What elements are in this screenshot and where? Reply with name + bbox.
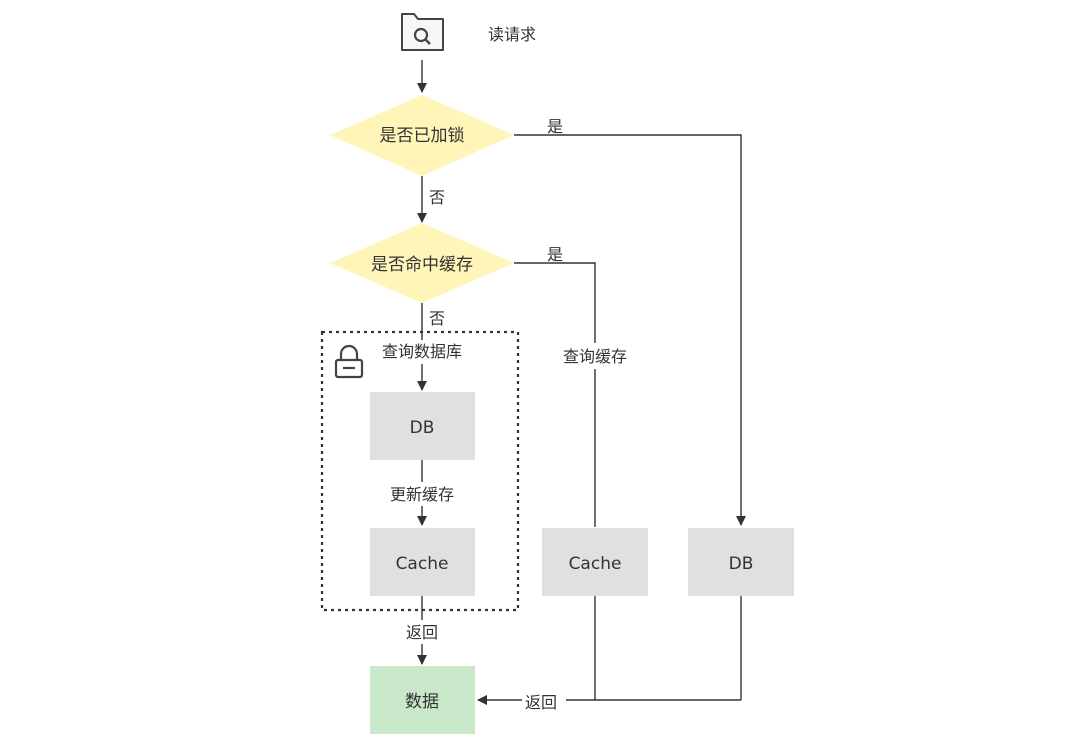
data-node-label: 数据: [405, 692, 439, 712]
db-node-locked-label: DB: [410, 418, 435, 438]
lock-group-title-bg: [376, 340, 468, 364]
return-left-label-bg: [400, 620, 444, 644]
edge-locked-no-label: 否: [429, 188, 445, 207]
edge-query-cache-label: 查询缓存: [563, 347, 627, 366]
db-node-locked: [370, 392, 475, 460]
lock-group-border: [320, 330, 520, 612]
db-node-direct: [688, 528, 794, 596]
edge-locked-yes-label: 是: [547, 117, 563, 136]
db-node-direct-label: DB: [729, 554, 754, 574]
lock-group-title: 查询数据库: [382, 342, 462, 361]
cache-node-hit: [542, 528, 648, 596]
update-cache-label-bg: [384, 482, 462, 506]
data-node: [370, 666, 475, 734]
cache-node-locked-label: Cache: [396, 554, 449, 574]
edge-cache-hit-no-label: 否: [429, 309, 445, 328]
lock-icon: [334, 344, 364, 379]
decision-cache-hit: [330, 223, 514, 303]
cache-node-hit-label: Cache: [569, 554, 622, 574]
return-bottom-label-bg: [522, 690, 566, 712]
edge-return-bottom-label: 返回: [525, 693, 557, 712]
cache-node-locked: [370, 528, 475, 596]
start-label: 读请求: [488, 25, 536, 44]
edge-cache-hit-yes: [514, 262, 596, 527]
decision-locked: [330, 95, 514, 176]
edge-return-left-label: 返回: [406, 623, 438, 642]
query-cache-label-bg: [555, 343, 635, 369]
decision-cache-hit-label: 是否命中缓存: [371, 255, 473, 275]
folder-search-icon: [401, 13, 444, 51]
edge-locked-yes: [514, 134, 746, 526]
decision-locked-label: 是否已加锁: [380, 126, 465, 146]
edge-update-cache-label: 更新缓存: [390, 485, 454, 504]
edge-cache-hit-yes-label: 是: [547, 245, 563, 264]
